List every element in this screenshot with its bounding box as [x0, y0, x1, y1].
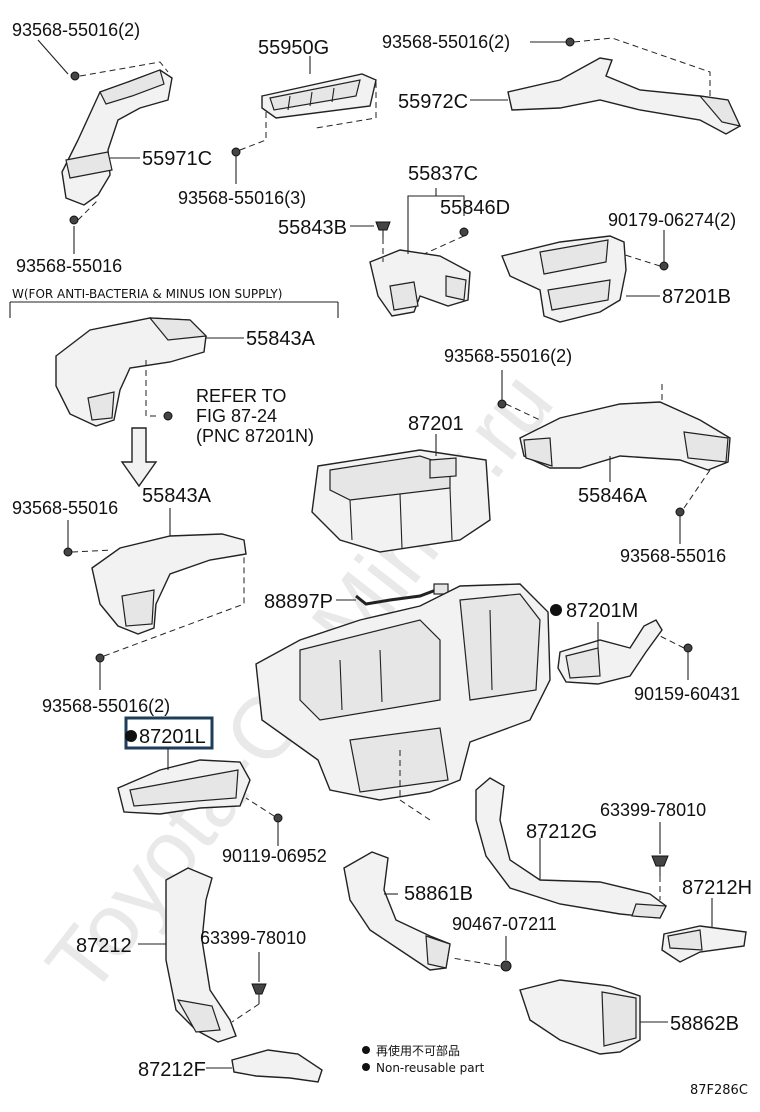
non-reusable-mark-icon: [550, 604, 562, 616]
part-label-55843a: 55843A: [246, 328, 316, 350]
clip-icon: [651, 855, 669, 876]
bolt-icon: [70, 71, 80, 81]
part-label-87212f: 87212F: [138, 1059, 206, 1081]
part-87201-main-hvac-unit-drawing: [255, 583, 551, 821]
bolt-icon: [231, 147, 241, 157]
part-55846a-duct-drawing: [519, 401, 731, 471]
part-label-93568-55016-3: 93568-55016(3): [178, 188, 306, 208]
refer-note-line2: FIG 87-24: [196, 406, 277, 426]
part-label-63399-78010: 63399-78010: [600, 800, 706, 820]
part-label-88897p: 88897P: [264, 591, 333, 613]
part-87212-duct-drawing: [165, 867, 237, 1043]
part-label-87212: 87212: [76, 935, 132, 957]
part-55971c-duct-drawing: [61, 69, 173, 206]
legend-bullet-icon: [362, 1063, 370, 1071]
part-label-93568-55016-2: 93568-55016(2): [42, 696, 170, 716]
part-label-90467-07211: 90467-07211: [452, 914, 557, 934]
part-label-93568-55016-2: 93568-55016(2): [444, 346, 572, 366]
part-label-90179-06274-2: 90179-06274(2): [608, 210, 736, 230]
part-87201-unit-drawing: [311, 449, 491, 553]
clip-icon: [375, 221, 391, 238]
bolt-icon: [95, 653, 105, 663]
group-note: W(FOR ANTI-BACTERIA & MINUS ION SUPPLY): [12, 287, 282, 301]
part-label-58861b: 58861B: [404, 883, 473, 905]
part-87212g-duct-drawing: [475, 777, 667, 919]
part-label-55972c: 55972C: [398, 91, 468, 113]
bolt-icon: [459, 227, 469, 237]
part-label-87201b: 87201B: [662, 286, 731, 308]
part-label-87201m: 87201M: [566, 600, 638, 622]
part-55843a-lower-drawing: [91, 533, 247, 635]
part-label-58862b: 58862B: [670, 1013, 739, 1035]
part-label-90159-60431: 90159-60431: [634, 684, 740, 704]
part-87212h-drawing: [661, 925, 747, 963]
part-55843a-upper-drawing: [55, 317, 208, 427]
part-55972c-duct-drawing: [507, 57, 742, 135]
part-label-55846d: 55846D: [440, 197, 510, 219]
arrow-down-icon: [120, 427, 158, 488]
bolt-icon: [273, 813, 283, 823]
part-label-87201l: 87201L: [139, 726, 206, 748]
part-label-55837c: 55837C: [408, 163, 478, 185]
legend-line-en: Non-reusable part: [376, 1061, 485, 1075]
bolt-icon: [683, 643, 693, 653]
part-label-55846a: 55846A: [578, 485, 648, 507]
part-87201m-drawing: [557, 619, 663, 685]
clip-icon: [251, 983, 267, 1004]
legend-line-ja: 再使用不可部品: [376, 1043, 460, 1058]
part-58862b-drawing: [519, 979, 641, 1055]
part-label-93568-55016-2: 93568-55016(2): [12, 20, 140, 40]
bolt-icon: [497, 399, 507, 409]
refer-note-line3: (PNC 87201N): [196, 426, 314, 446]
part-87212f-drawing: [231, 1049, 323, 1083]
bolt-icon: [69, 215, 79, 225]
part-label-55950g: 55950G: [258, 37, 329, 59]
bolt-icon: [659, 261, 669, 271]
bolt-icon: [500, 960, 512, 972]
part-label-93568-55016: 93568-55016: [620, 546, 726, 566]
part-label-93568-55016-2: 93568-55016(2): [382, 32, 510, 52]
refer-note-line1: REFER TO: [196, 386, 286, 406]
part-55837c-duct-drawing: [369, 249, 471, 317]
part-label-55971c: 55971C: [142, 148, 212, 170]
legend-bullet-icon: [362, 1046, 370, 1054]
part-label-63399-78010: 63399-78010: [200, 928, 306, 948]
part-label-55843a: 55843A: [142, 485, 212, 507]
bolt-icon: [63, 547, 73, 557]
part-55950g-drawing: [261, 73, 377, 119]
part-label-87212g: 87212G: [526, 821, 597, 843]
figure-code: 87F286C: [690, 1083, 748, 1098]
part-58861b-duct-drawing: [343, 851, 451, 971]
bolt-icon: [675, 507, 685, 517]
part-label-87201: 87201: [408, 413, 464, 435]
non-reusable-mark-icon: [125, 730, 137, 742]
part-87201b-drawing: [501, 235, 627, 323]
bolt-icon: [565, 37, 575, 47]
bolt-icon: [163, 411, 173, 421]
part-label-90119-06952: 90119-06952: [222, 846, 327, 866]
part-label-93568-55016: 93568-55016: [16, 256, 122, 276]
part-label-87212h: 87212H: [682, 877, 752, 899]
part-label-55843b: 55843B: [278, 217, 347, 239]
part-87201l-drawing: [117, 759, 251, 815]
part-88897p-harness-drawing: [355, 583, 449, 606]
part-label-93568-55016: 93568-55016: [12, 498, 118, 518]
